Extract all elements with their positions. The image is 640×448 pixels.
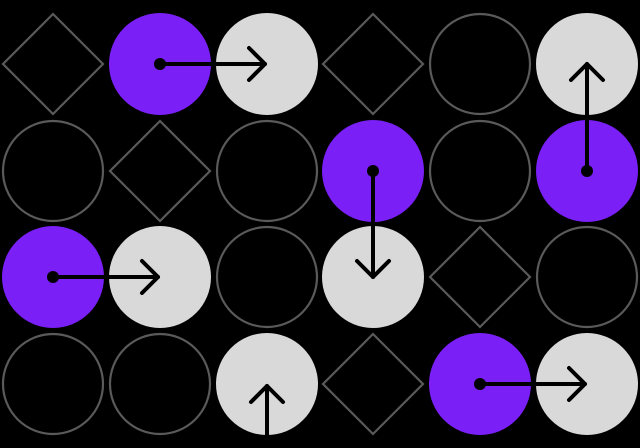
arrow-head xyxy=(569,62,605,82)
circle-outline-r3-c1 xyxy=(108,332,212,436)
diamond-outline-r0-c0 xyxy=(1,12,105,116)
diamond-outline-r0-c3 xyxy=(321,12,425,116)
arrow-head xyxy=(249,384,285,404)
arrows-layer xyxy=(47,46,605,448)
circle-outline-r1-c2 xyxy=(215,119,319,223)
arrow-tail-dot xyxy=(581,165,593,177)
arrow-tail-dot xyxy=(154,58,166,70)
diamond-outline-r2-c4 xyxy=(428,225,532,329)
arrow-up-1 xyxy=(569,62,605,177)
circle-outline-r2-c5 xyxy=(535,225,639,329)
arrow-head xyxy=(355,259,391,279)
arrow-right-3 xyxy=(47,259,160,295)
arrow-tail-dot xyxy=(47,271,59,283)
arrow-right-0 xyxy=(154,46,267,82)
circle-outline-r1-c0 xyxy=(1,119,105,223)
circle-outline-r1-c4 xyxy=(428,119,532,223)
diamond-outline-r3-c3 xyxy=(321,332,425,436)
arrow-head xyxy=(140,259,160,295)
arrow-tail-dot xyxy=(367,165,379,177)
arrow-right-4 xyxy=(474,366,587,402)
diamond-outline-r1-c1 xyxy=(108,119,212,223)
circle-outline-r3-c0 xyxy=(1,332,105,436)
arrow-head xyxy=(567,366,587,402)
arrow-head xyxy=(247,46,267,82)
arrow-down-2 xyxy=(355,165,391,279)
arrow-up-5 xyxy=(249,384,285,448)
arrow-tail-dot xyxy=(474,378,486,390)
circle-outline-r0-c4 xyxy=(428,12,532,116)
circle-outline-r2-c2 xyxy=(215,225,319,329)
